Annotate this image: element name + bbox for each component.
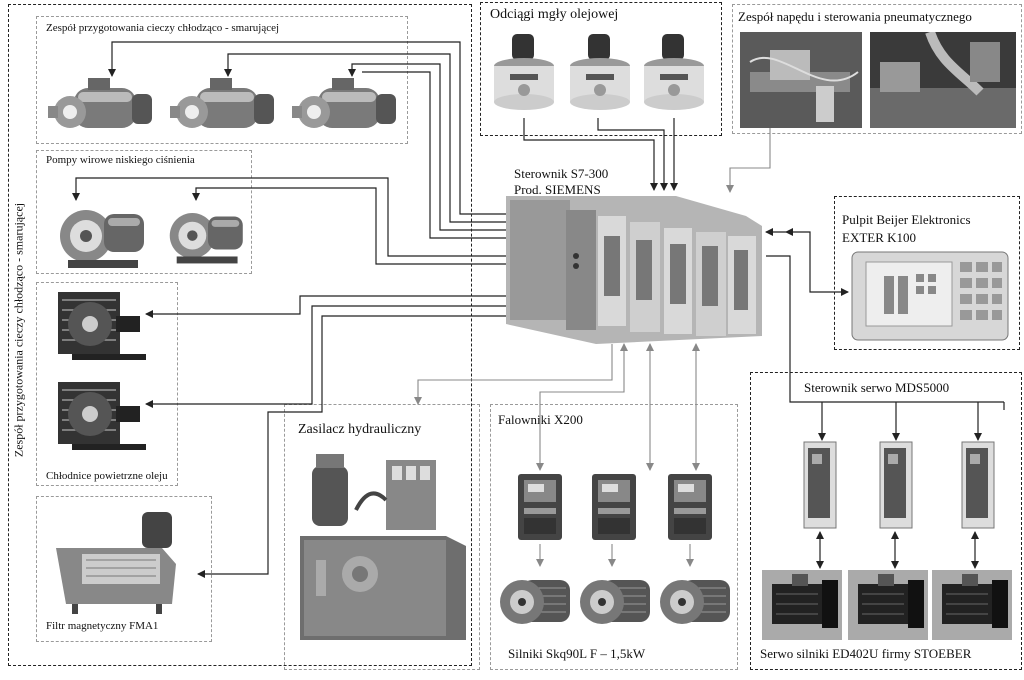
servo-controller-label: Sterownik serwo MDS5000 xyxy=(804,380,950,395)
electric-motor-icon xyxy=(500,580,570,624)
servo-frame xyxy=(750,372,1022,670)
servo-motor-icon xyxy=(762,570,842,640)
pump-icon xyxy=(48,78,152,128)
magnetic-filter-frame xyxy=(36,496,212,642)
motors-label: Silniki Skq90L F – 1,5kW xyxy=(508,646,646,661)
servo-controller-icon xyxy=(803,441,837,529)
controller-label-1: Sterownik S7-300 xyxy=(514,166,609,181)
hydraulic-label: Zasilacz hydrauliczny xyxy=(298,422,422,437)
operator-panel-icon xyxy=(851,251,1009,341)
panel-label-2: EXTER K100 xyxy=(842,230,917,245)
centrifugal-pump-icon xyxy=(169,213,243,264)
oil-mist-extractor-icon xyxy=(494,34,554,110)
centrifugal-pump-icon xyxy=(60,210,144,268)
hydraulic-frame xyxy=(284,404,480,670)
magnetic-filter-icon xyxy=(56,512,176,614)
hydraulic-unit-icon xyxy=(300,454,466,640)
pump-icon xyxy=(170,78,274,128)
air-coolers-frame xyxy=(36,282,178,486)
pneumatic-label: Zespół napędu i sterowania pneumatyczneg… xyxy=(738,9,972,24)
servo-controller-icon xyxy=(879,441,913,529)
air-cooler-icon xyxy=(58,382,146,450)
pneumatic-frame xyxy=(732,4,1022,134)
oil-mist-extractor-icon xyxy=(570,34,630,110)
servo-motors-label: Serwo silniki ED402U firmy STOEBER xyxy=(760,646,972,661)
servo-controller-icon xyxy=(961,441,995,529)
pneumatic-photo-2 xyxy=(870,32,1016,128)
panel-label-1: Pulpit Beijer Elektronics xyxy=(842,212,971,227)
pneumatic-photo-1 xyxy=(740,32,862,128)
plc-controller-icon xyxy=(506,196,762,344)
electric-motor-icon xyxy=(580,580,650,624)
electric-motor-icon xyxy=(660,580,730,624)
inverter-icon xyxy=(518,474,562,540)
pump-icon xyxy=(292,78,396,128)
air-coolers-label: Chłodnice powietrzne oleju xyxy=(46,470,168,482)
inverter-icon xyxy=(668,474,712,540)
magnetic-filter-label: Filtr magnetyczny FMA1 xyxy=(46,620,159,632)
pumps-label: Pompy wirowe niskiego ciśnienia xyxy=(46,154,195,166)
cooling-prep-label: Zespół przygotowania cieczy chłodząco - … xyxy=(46,22,280,34)
oil-mist-label: Odciągi mgły olejowej xyxy=(490,7,619,22)
air-cooler-icon xyxy=(58,292,146,360)
cooling-prep-frame xyxy=(36,16,408,144)
outer-cooling-frame xyxy=(8,4,472,666)
inverter-icon xyxy=(592,474,636,540)
pumps-frame xyxy=(36,150,252,274)
servo-motor-icon xyxy=(932,570,1012,640)
oil-mist-frame xyxy=(480,2,722,136)
oil-mist-extractor-icon xyxy=(644,34,704,110)
controller-label-2: Prod. SIEMENS xyxy=(514,182,601,197)
servo-motor-icon xyxy=(848,570,928,640)
